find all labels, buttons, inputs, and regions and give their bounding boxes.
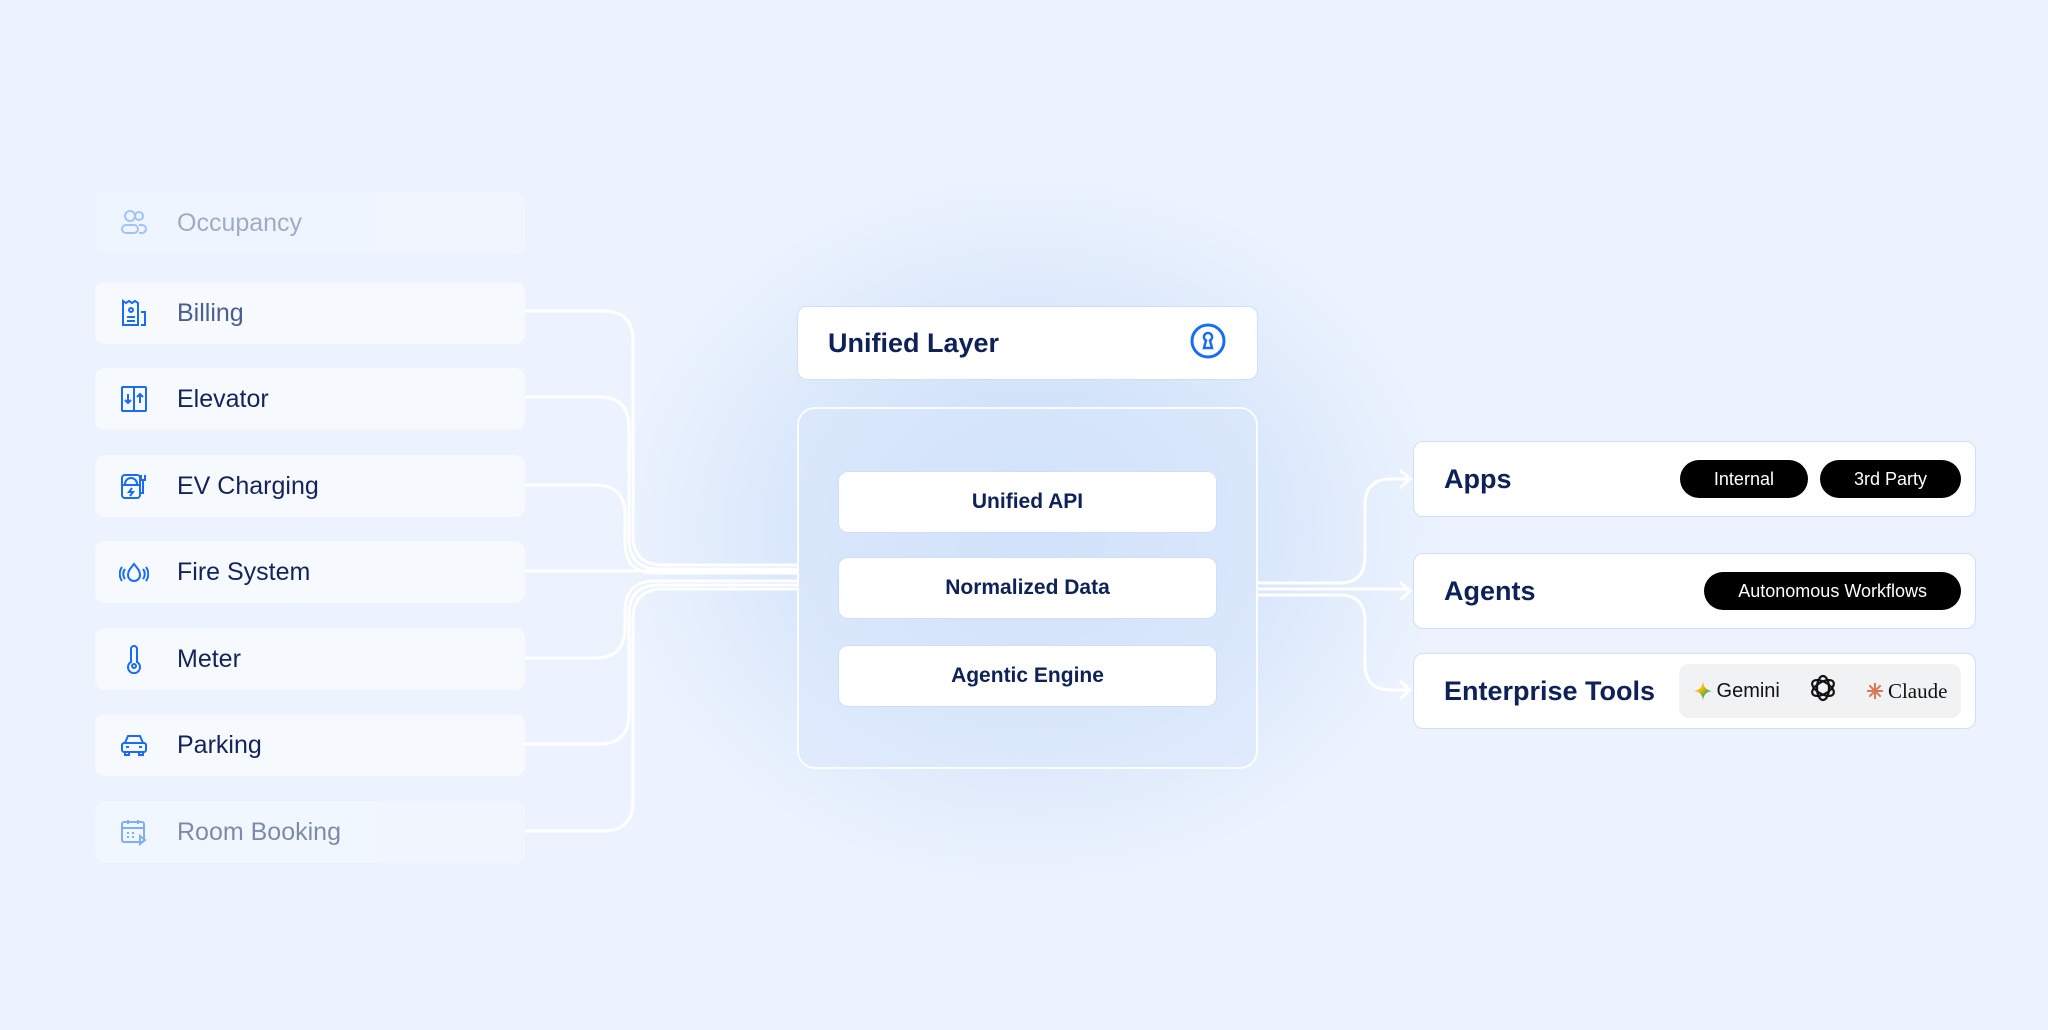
keyhole-icon bbox=[1189, 322, 1227, 365]
gemini-icon bbox=[1692, 681, 1713, 701]
source-wire bbox=[525, 579, 797, 660]
source-room-booking[interactable]: Room Booking bbox=[95, 801, 525, 863]
source-elevator[interactable]: Elevator bbox=[95, 368, 525, 430]
core-normalized-data: Normalized Data bbox=[838, 557, 1217, 619]
core-unified-api: Unified API bbox=[838, 471, 1217, 533]
source-ev-charging[interactable]: EV Charging bbox=[95, 455, 525, 517]
source-wire bbox=[525, 395, 797, 571]
output-arrow bbox=[1258, 580, 1413, 602]
output-agents: Agents Autonomous Workflows bbox=[1413, 553, 1976, 629]
tag-3rd-party: 3rd Party bbox=[1819, 460, 1961, 498]
tag-internal: Internal bbox=[1679, 460, 1808, 498]
openai-icon bbox=[1807, 672, 1839, 710]
source-wire bbox=[525, 583, 797, 746]
output-arrow bbox=[1258, 468, 1413, 585]
elevator-icon bbox=[119, 384, 149, 414]
output-arrow bbox=[1258, 593, 1413, 701]
source-meter[interactable]: Meter bbox=[95, 628, 525, 690]
source-occupancy[interactable]: Occupancy bbox=[95, 192, 525, 254]
tag-autonomous-workflows: Autonomous Workflows bbox=[1704, 572, 1961, 610]
core-agentic-engine: Agentic Engine bbox=[838, 645, 1217, 707]
claude-logo: Claude bbox=[1866, 679, 1947, 704]
ev-charger-icon bbox=[119, 471, 149, 501]
ai-logos: Gemini Claude bbox=[1679, 664, 1961, 718]
calendar-icon bbox=[119, 817, 149, 847]
gemini-logo: Gemini bbox=[1692, 680, 1780, 703]
receipt-icon bbox=[119, 298, 149, 328]
source-parking[interactable]: Parking bbox=[95, 714, 525, 776]
source-wire bbox=[525, 309, 797, 567]
source-billing[interactable]: Billing bbox=[95, 282, 525, 344]
claude-icon bbox=[1866, 683, 1883, 699]
output-enterprise-tools: Enterprise Tools Gemini Claude bbox=[1413, 653, 1976, 729]
source-fire-system[interactable]: Fire System bbox=[95, 541, 525, 603]
people-icon bbox=[119, 208, 149, 238]
thermometer-icon bbox=[119, 644, 149, 674]
car-icon bbox=[119, 730, 149, 760]
source-wire bbox=[525, 587, 797, 833]
source-wire bbox=[525, 483, 797, 575]
fire-alarm-icon bbox=[119, 557, 149, 587]
unified-layer-card: Unified Layer bbox=[797, 306, 1258, 380]
